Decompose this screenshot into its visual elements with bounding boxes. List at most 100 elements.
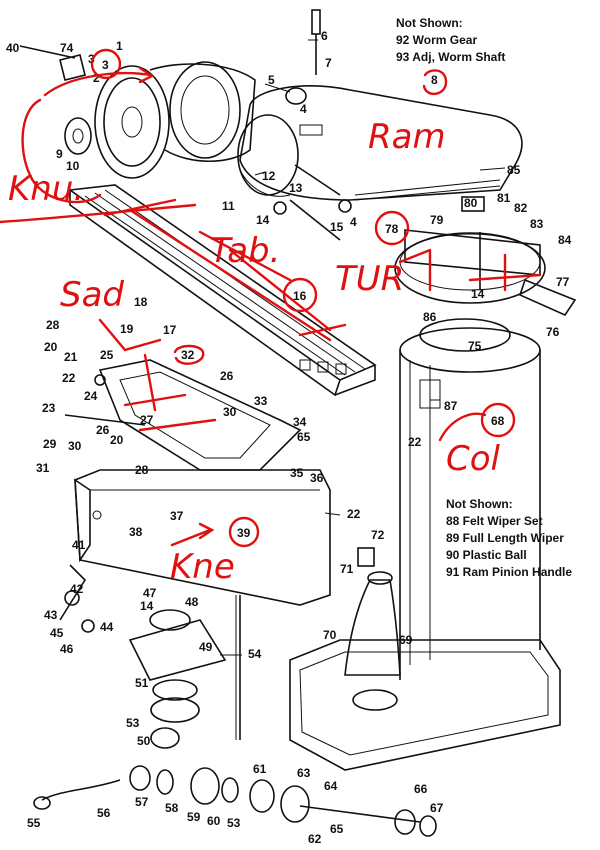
circled-number: 8 [422,69,448,95]
saddle-assembly [64,359,302,471]
svg-text:8: 8 [431,73,438,87]
note-top-heading: Not Shown: [396,16,463,30]
red-bracket-knuckle [21,98,102,204]
leader-lines [220,39,506,656]
circled-number: 16 [282,277,318,313]
part-label: 84 [558,233,572,247]
part-label: 70 [323,628,337,642]
part-label: 69 [399,633,413,647]
part-label: 80 [464,196,478,210]
part-label: 33 [254,394,268,408]
circled-number: 32 [173,344,205,365]
part-label: 62 [308,832,322,846]
red-mark [0,203,197,224]
part-label: 67 [430,801,444,815]
part-label: 86 [423,310,437,324]
circled-number: 3 [90,48,122,80]
crank-shaft-assembly [33,765,437,837]
knee-assembly [74,469,331,606]
elevating-screw-assembly [59,564,241,749]
part-label: 15 [330,220,344,234]
ram-assembly [237,9,523,241]
part-label: 45 [50,626,64,640]
part-label: 34 [293,415,307,429]
part-label: 12 [262,169,276,183]
part-label: 85 [507,163,521,177]
part-label: 66 [414,782,428,796]
circled-number: 39 [228,516,260,548]
circled-number: 78 [374,210,410,246]
red-arrow-knuckle [43,72,152,97]
svg-text:3: 3 [102,58,109,72]
svg-text:32: 32 [181,348,195,362]
part-label: 17 [163,323,177,337]
part-label: 82 [514,201,528,215]
part-label: 18 [134,295,148,309]
red-table-lines [198,230,332,332]
part-label: 14 [256,213,270,227]
part-label: 4 [350,215,357,229]
note-mid: Not Shown: 88 Felt Wiper Set 89 Full Len… [446,497,572,579]
part-label: 79 [430,213,444,227]
part-label: 23 [42,401,56,415]
part-label: 71 [340,562,354,576]
part-label: 54 [248,647,262,661]
red-arrow-knuckle-tip [138,66,155,84]
part-label: 5 [268,73,275,87]
note-top-item: 92 Worm Gear [396,33,477,47]
part-label: 59 [187,810,201,824]
red-saddle-arrow [98,318,162,352]
red-table-span [103,198,347,342]
handwritten-label-column: Col [446,439,501,479]
part-label: 19 [120,322,134,336]
part-label: 22 [62,371,76,385]
part-label: 30 [68,439,82,453]
handwritten-label-table: Tab. [210,231,280,271]
part-label: 58 [165,801,179,815]
handwritten-label-ram: Ram [368,117,446,157]
svg-text:78: 78 [385,222,399,236]
note-top-item: 93 Adj, Worm Shaft [396,50,505,64]
part-label: 3 [88,52,95,66]
part-label: 65 [330,822,344,836]
part-label: 74 [60,41,74,55]
part-label: 64 [324,779,338,793]
part-label: 48 [185,595,199,609]
part-label: 42 [70,582,84,596]
part-label: 25 [100,348,114,362]
part-label: 9 [56,147,63,161]
part-label: 53 [227,816,241,830]
part-label: 2 [93,71,100,85]
part-label: 28 [46,318,60,332]
turret-assembly [394,196,577,317]
part-label: 13 [289,181,303,195]
part-label: 44 [100,620,114,634]
part-label: 10 [66,159,80,173]
note-mid-item: 88 Felt Wiper Set [446,514,543,528]
svg-text:39: 39 [237,526,251,540]
part-label: 20 [110,433,124,447]
part-label: 21 [64,350,78,364]
handwritten-label-knee: Kne [170,547,235,587]
part-label: 40 [6,41,20,55]
part-label: 60 [207,814,221,828]
part-label: 49 [199,640,213,654]
part-label: 63 [297,766,311,780]
part-label: 37 [170,509,184,523]
part-label: 35 [290,466,304,480]
part-label: 7 [325,56,332,70]
note-mid-item: 91 Ram Pinion Handle [446,565,572,579]
part-label: 36 [310,471,324,485]
part-label: 47 [143,586,157,600]
note-mid-item: 89 Full Length Wiper [446,531,564,545]
red-column-arrow [438,412,487,442]
part-label: 50 [137,734,151,748]
part-label: 87 [444,399,458,413]
part-label: 43 [44,608,58,622]
part-label: 31 [36,461,50,475]
part-label: 22 [408,435,422,449]
part-label: 20 [44,340,58,354]
circled-number: 68 [480,402,516,438]
